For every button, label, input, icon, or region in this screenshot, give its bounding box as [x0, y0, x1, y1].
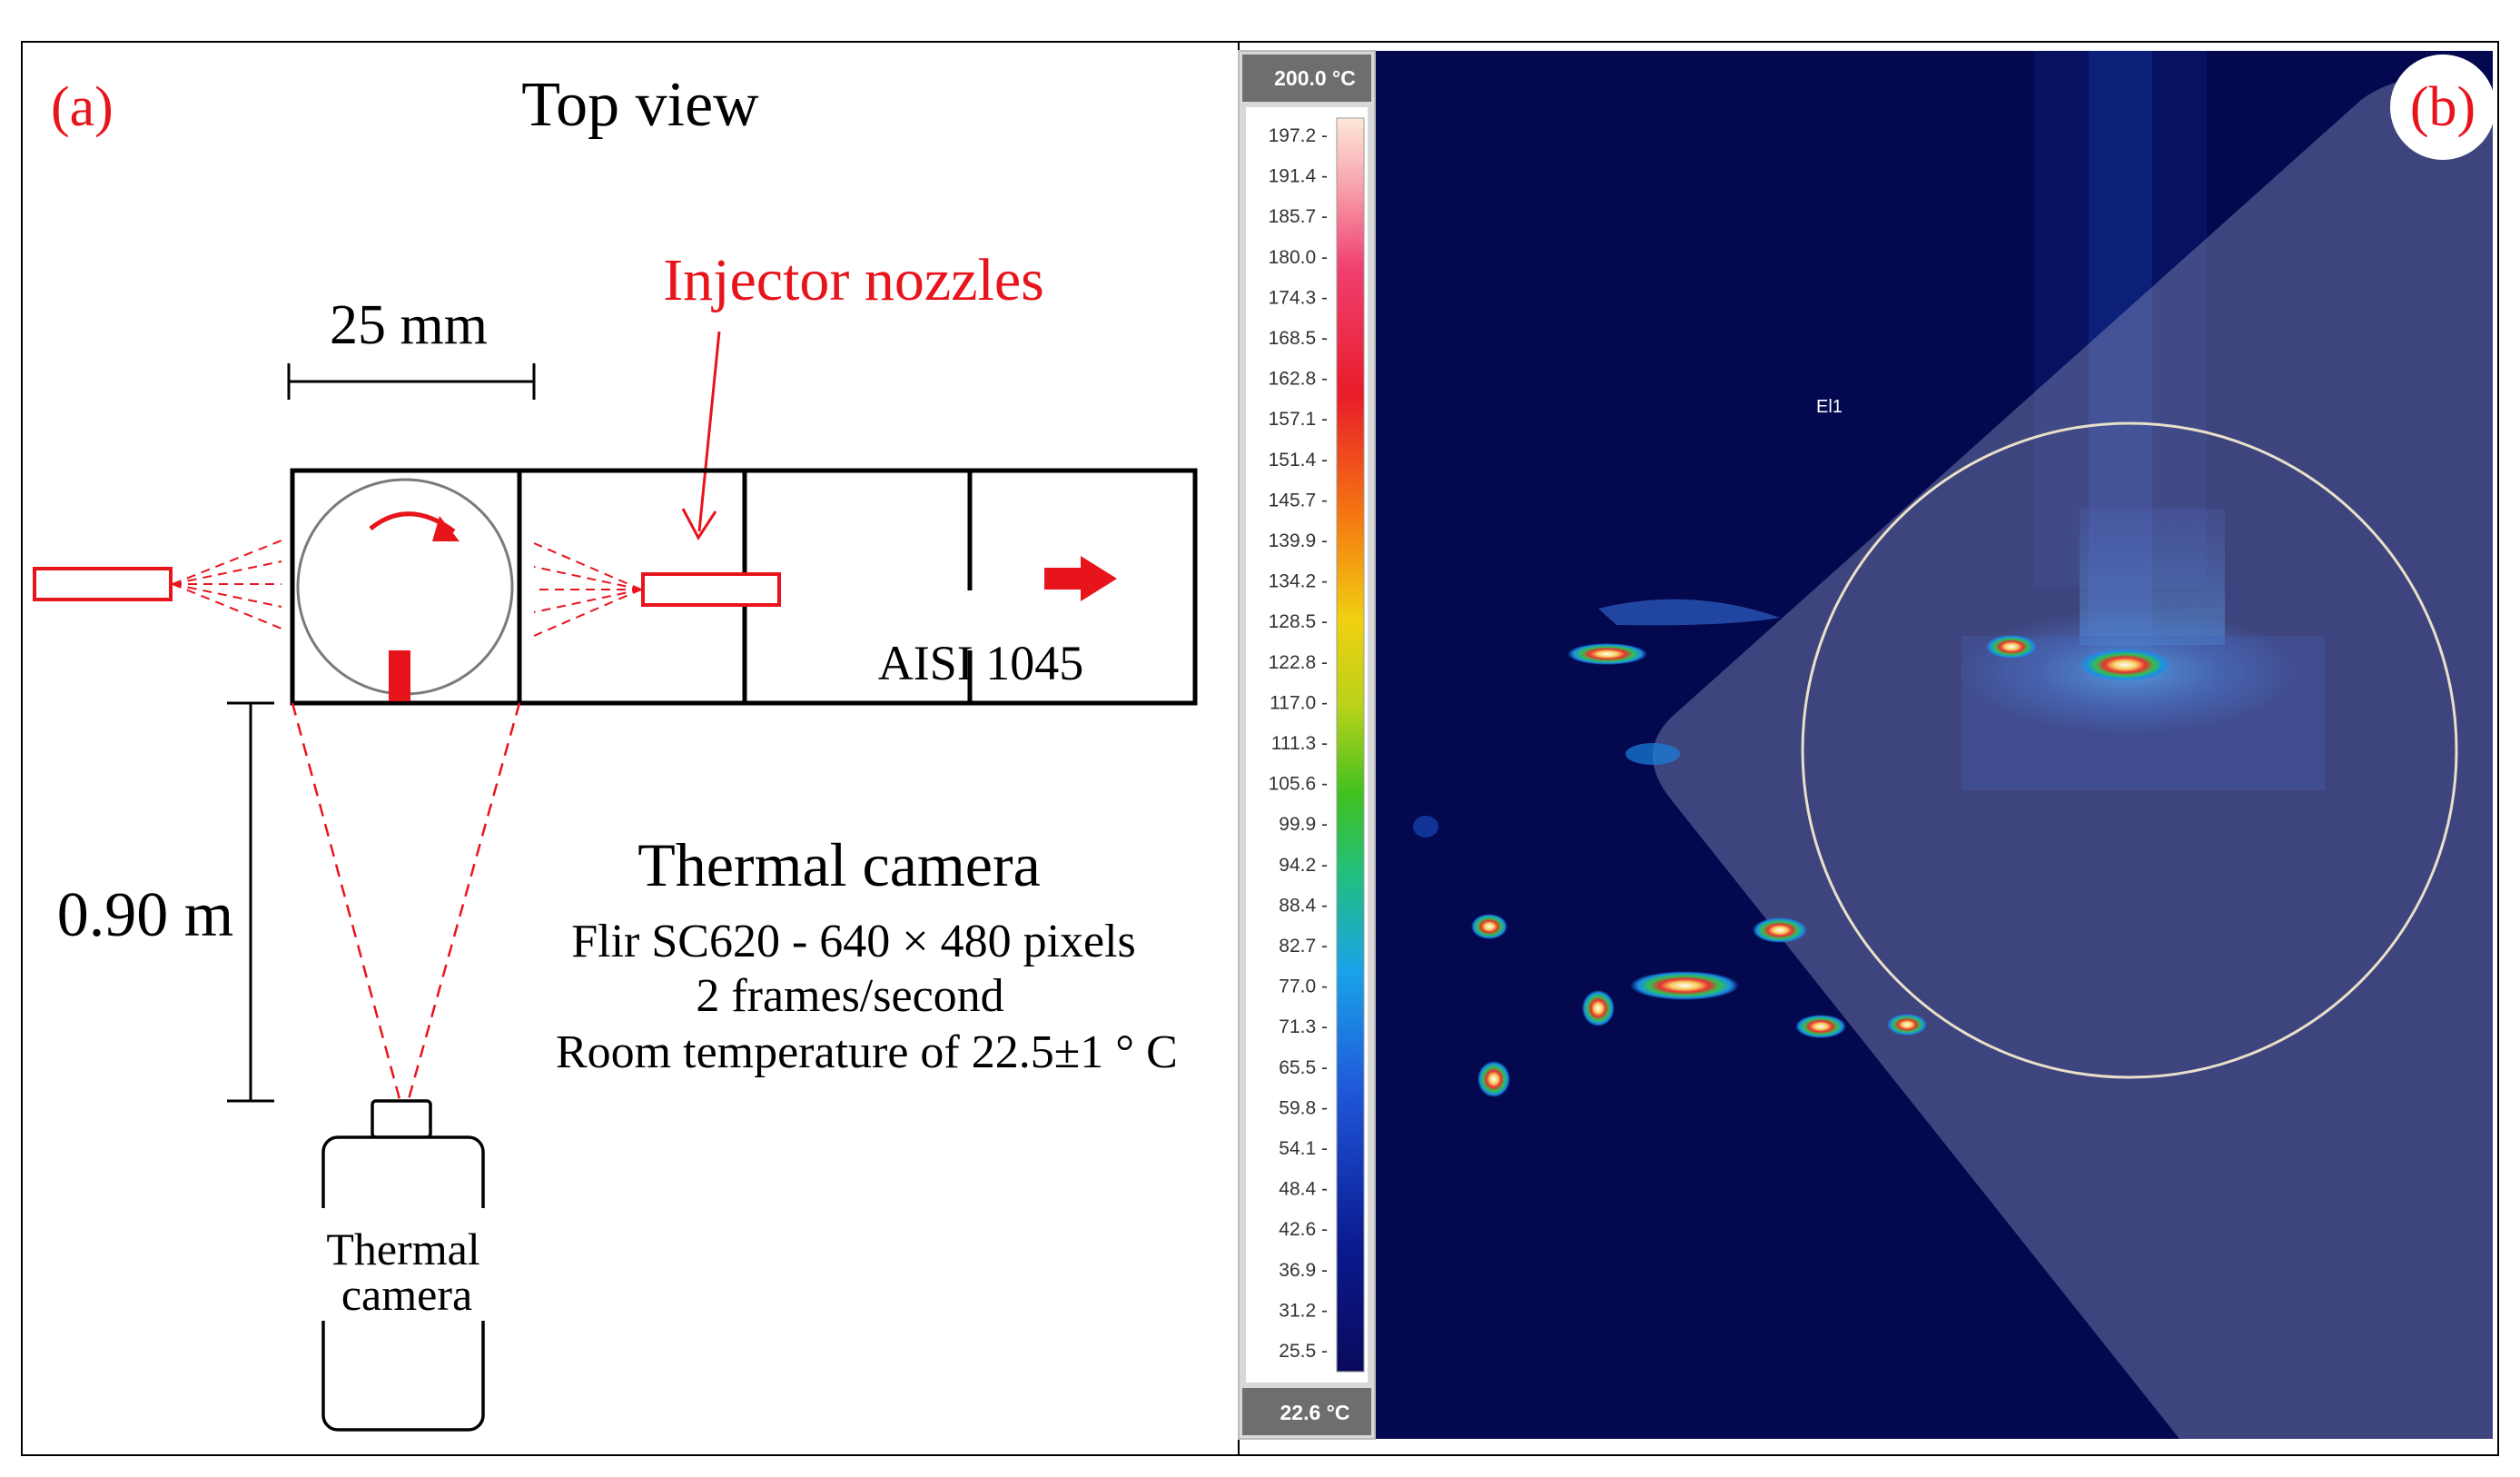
scale-gradient-bar: [1336, 117, 1365, 1373]
scale-tick-label: 59.8 -: [1279, 1097, 1328, 1118]
scale-tick-label: 71.3 -: [1279, 1016, 1328, 1037]
panel-b-label-badge: [2390, 55, 2495, 160]
scale-tick-label: 128.5 -: [1269, 611, 1328, 632]
width-dimension: 25 mm: [287, 294, 536, 400]
scale-tick-label: 42.6 -: [1279, 1219, 1328, 1240]
left-nozzle: [33, 540, 282, 629]
thermal-image: [1376, 51, 2493, 1439]
scale-tick-label: 139.9 -: [1269, 530, 1328, 551]
scale-tick-label: 168.5 -: [1269, 328, 1328, 349]
scale-min-label: 22.6 °C: [1280, 1401, 1350, 1424]
scale-tick-label: 134.2 -: [1269, 571, 1328, 592]
panel-a: (a) Top view 25 mm Injector nozzles AISI…: [21, 41, 1240, 1456]
panel-b-label: (b): [2410, 76, 2476, 138]
scale-max-label: 200.0 °C: [1274, 66, 1356, 90]
workpiece: AISI 1045: [290, 468, 1198, 706]
material-label: AISI 1045: [878, 636, 1084, 690]
camera-spec-framerate: 2 frames/second: [696, 970, 1003, 1022]
hot-spots: [1413, 599, 2170, 1097]
camera-body-label-line-2: camera: [341, 1269, 472, 1320]
scale-tick-label: 162.8 -: [1269, 369, 1328, 390]
width-dimension-label: 25 mm: [330, 294, 488, 356]
scale-tick-label: 54.1 -: [1279, 1138, 1328, 1159]
scale-tick-label: 180.0 -: [1269, 247, 1328, 268]
scale-tick-label: 65.5 -: [1279, 1057, 1328, 1078]
distance-dimension: 0.90 m: [57, 701, 274, 1103]
scale-tick-label: 94.2 -: [1279, 855, 1328, 876]
temperature-scale: 200.0 °C 22.6 °C 197.2 - 191.4 - 185.7 - 18…: [1238, 50, 1376, 1440]
camera-spec-resolution: Flir SC620 - 640 × 480 pixels: [571, 916, 1136, 967]
scale-tick-label: 31.2 -: [1279, 1300, 1328, 1321]
thermal-camera-title: Thermal camera: [637, 830, 1041, 899]
roi-label: El1: [1816, 397, 1843, 417]
scale-tick-label: 88.4 -: [1279, 895, 1328, 916]
scale-tick-label: 48.4 -: [1279, 1179, 1328, 1200]
panel-b: El1 (b) 200.0 °C 22.6 °C 197.2 -191.4 -1…: [1238, 41, 2499, 1456]
right-nozzle: [533, 542, 781, 637]
injector-pointer-arrow: [681, 331, 721, 540]
scale-tick-label: 174.3 -: [1269, 287, 1328, 308]
scale-tick-label: 117.0 -: [1270, 692, 1328, 713]
scale-tick-label: 36.9 -: [1279, 1260, 1328, 1281]
scale-tick-label: 185.7 -: [1269, 206, 1328, 227]
camera-spec-room-temperature: Room temperature of 22.5±1 ° C: [556, 1026, 1178, 1078]
scale-tick-label: 99.9 -: [1279, 814, 1328, 835]
scale-tick-label: 77.0 -: [1279, 976, 1328, 997]
cutting-insert: [389, 650, 410, 701]
scale-ticks: 197.2 - 191.4 - 185.7 - 180.0 - 174.3 - 168.5…: [1269, 125, 1328, 1362]
scale-tick-label: 151.4 -: [1269, 450, 1328, 471]
top-view-title: Top view: [521, 70, 759, 140]
scale-tick-label: 191.4 -: [1269, 166, 1328, 187]
roi-circle: [1801, 421, 2458, 1079]
milling-tool: [296, 478, 514, 701]
thermal-camera-icon: Thermal camera: [309, 1099, 499, 1432]
panel-a-frame: [21, 41, 1240, 1456]
camera-body-label-line-1: Thermal: [326, 1224, 479, 1274]
scale-tick-label: 145.7 -: [1269, 490, 1328, 511]
scale-tick-label: 111.3 -: [1271, 733, 1328, 754]
feed-direction-arrow-icon: [1044, 556, 1117, 601]
scale-tick-label: 157.1 -: [1269, 409, 1328, 430]
scale-tick-label: 197.2 -: [1269, 125, 1328, 146]
scale-tick-label: 122.8 -: [1269, 652, 1328, 673]
panel-a-label: (a): [51, 76, 114, 138]
scale-tick-label: 105.6 -: [1269, 774, 1328, 795]
distance-dimension-label: 0.90 m: [57, 880, 233, 950]
injector-nozzles-label: Injector nozzles: [663, 247, 1044, 313]
watermark-overlay: [1653, 77, 2493, 1439]
scale-tick-label: 82.7 -: [1279, 936, 1328, 957]
camera-field-of-view: [291, 702, 521, 1100]
scale-tick-label: 25.5 -: [1279, 1341, 1328, 1362]
